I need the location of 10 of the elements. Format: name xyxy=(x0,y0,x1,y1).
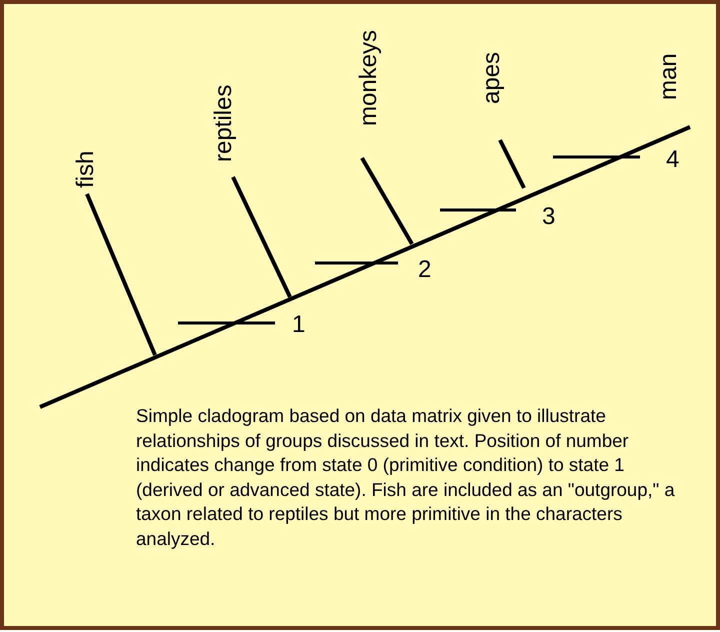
taxon-label: fish xyxy=(74,150,98,188)
taxon-label: reptiles xyxy=(212,84,236,162)
character-number: 3 xyxy=(542,205,556,229)
caption: Simple cladogram based on data matrix given to illustrate relationships of groups discussed in text. Position of number indicates change from state 0 (primitive condition) to state 1 (derived or advanced state). Fish are included as an "outgroup," a taxon related to reptiles but more primitive in the characters analyzed. xyxy=(136,404,676,551)
taxon-label: apes xyxy=(480,52,504,104)
taxon-label: monkeys xyxy=(357,30,381,126)
character-number: 2 xyxy=(418,258,432,282)
character-number: 1 xyxy=(292,313,306,337)
taxon-label: man xyxy=(657,53,681,100)
character-number: 4 xyxy=(666,148,680,172)
